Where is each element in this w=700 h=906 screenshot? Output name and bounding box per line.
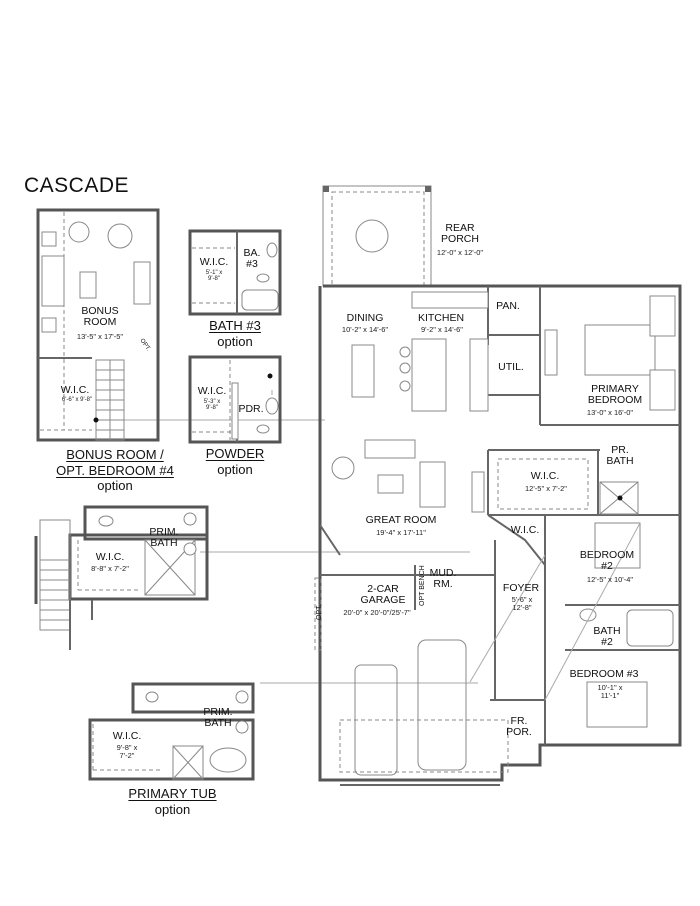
bath3-wic-name: W.I.C. (199, 256, 229, 268)
utility-name: UTIL. (498, 361, 524, 373)
front-porch-name: FR. POR. (506, 715, 532, 739)
bath3-name: BA. #3 (243, 247, 261, 271)
bonus-room-dim: 13'-5" x 17'-5" (76, 332, 124, 341)
foyer-name: FOYER (502, 582, 540, 594)
plan-title: CASCADE (24, 174, 130, 197)
primary-tub-bath-name: PRIM. BATH (203, 706, 233, 730)
bedroom2-name: BEDROOM #2 (579, 549, 635, 573)
powder-wic-dim: 5'-3" x 9'-8" (203, 399, 221, 412)
prim-bath-alt-name: PRIM. BATH (149, 526, 179, 550)
opt-bench-label: OPT BENCH (419, 565, 426, 606)
garage-dim: 20'-0" x 20'-0"/25'-7" (343, 608, 411, 617)
bonus-room-name: BONUS ROOM (81, 305, 119, 329)
bonus-wic-dim: 6'-6" x 9'-8" (61, 397, 93, 403)
dining-name: DINING (346, 312, 384, 324)
great-room-name: GREAT ROOM (365, 514, 437, 526)
powder-wic-name: W.I.C. (197, 385, 227, 397)
bath2-name: BATH #2 (593, 625, 621, 649)
bedroom2-dim: 12'-5" x 10'-4" (586, 575, 634, 584)
kitchen-dim: 9'-2" x 14'-6" (421, 325, 463, 334)
garage-opt-label: OPT. (316, 604, 323, 620)
bath3-option-drawing (188, 229, 282, 316)
bonus-wic-name: W.I.C. (60, 384, 90, 396)
small-wic-name: W.I.C. (510, 524, 540, 536)
kitchen-name: KITCHEN (417, 312, 465, 324)
rear-porch-dim: 12'-0" x 12'-0" (436, 248, 484, 257)
connector-lines (97, 390, 478, 684)
rear-porch-name: REAR PORCH (441, 222, 479, 246)
primary-tub-drawing (88, 682, 255, 781)
primary-wic-dim: 12'-5" x 7'-2" (525, 484, 567, 493)
pantry-name: PAN. (496, 300, 520, 312)
bonus-room-drawing (36, 208, 160, 442)
garage-name: 2-CAR GARAGE (360, 583, 406, 607)
great-room-dim: 19'-4" x 17'-11" (376, 528, 426, 537)
bedroom3-name: BEDROOM #3 (569, 668, 639, 680)
powder-pdr-name: PDR. (238, 403, 264, 415)
bedroom3-dim: 10'-1" x 11'-1" (597, 683, 623, 700)
mud-room-name: MUD. RM. (429, 567, 457, 591)
foyer-dim: 5'-6" x 12'-8" (511, 595, 533, 612)
primary-bath-name: PR. BATH (606, 444, 634, 468)
main-floor-drawing (314, 185, 682, 786)
primary-tub-option-title: PRIMARY TUB option (128, 786, 217, 817)
bath3-option-title: BATH #3 option (209, 318, 261, 349)
prim-bath-alt-wic-name: W.I.C. (95, 551, 125, 563)
bonus-room-option-title: BONUS ROOM / OPT. BEDROOM #4 option (56, 447, 174, 494)
primary-wic-name: W.I.C. (530, 470, 560, 482)
powder-option-title: POWDER option (205, 446, 265, 477)
primary-tub-wic-name: W.I.C. (112, 730, 142, 742)
powder-option-drawing (188, 355, 282, 444)
primary-tub-wic-dim: 9'-8" x 7'-2" (116, 743, 138, 760)
dining-dim: 10'-2" x 14'-6" (341, 325, 389, 334)
primary-bedroom-dim: 13'-0" x 16'-0" (586, 408, 634, 417)
primary-bedroom-name: PRIMARY BEDROOM (587, 383, 643, 407)
prim-bath-alt-wic-dim: 8'-8" x 7'-2" (91, 564, 129, 573)
bath3-wic-dim: 5'-1" x 9'-8" (205, 270, 223, 283)
prim-bath-alt-drawing (34, 505, 209, 650)
